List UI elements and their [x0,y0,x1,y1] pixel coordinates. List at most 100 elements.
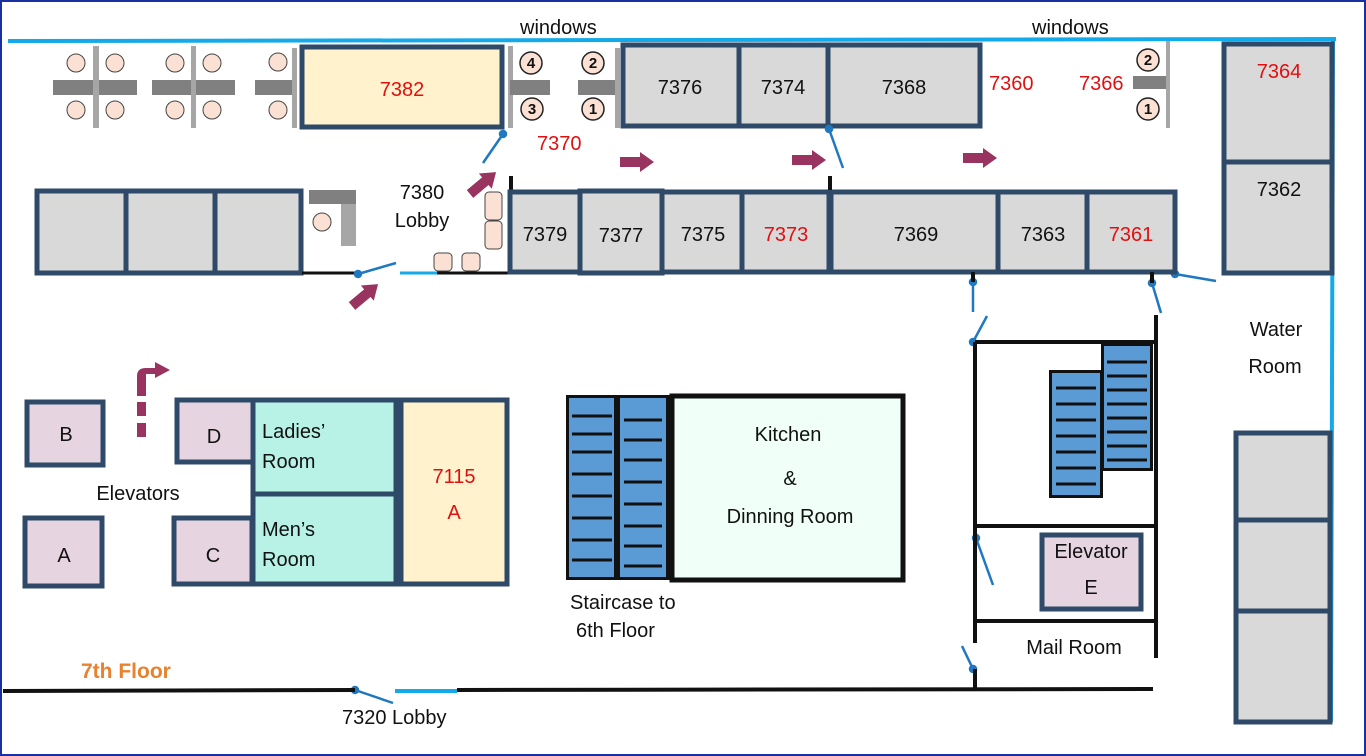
room-7374-label: 7374 [761,77,806,99]
seat-7366-2-label: 2 [1144,52,1152,69]
room-7373-label: 7373 [764,224,809,246]
seat-3[interactable] [520,97,544,121]
room-7362[interactable] [1221,159,1335,276]
room-7373[interactable] [739,189,832,275]
mens-room-label-2: Room [262,549,315,571]
cubicle-cluster-3 [255,48,297,128]
kitchen-dining-room[interactable] [669,393,906,583]
staircase-label-1: Staircase to [570,592,676,614]
room-7361[interactable] [1084,189,1178,275]
room-7376-label: 7376 [658,77,703,99]
seat-1[interactable] [581,97,605,121]
room-7366-label: 7366 [1079,73,1124,95]
service-core-walls [973,315,1158,690]
mail-room-label: Mail Room [1026,637,1122,659]
room-7377-label: 7377 [599,225,644,247]
room-7379-label: 7379 [523,224,568,246]
elevator-b[interactable] [24,399,106,468]
window-wall-top [7,37,1337,43]
arrow-turn-icon [137,362,170,396]
office-unlabeled-3[interactable] [212,188,304,276]
room-7369[interactable] [828,189,1001,275]
room-7363[interactable] [995,189,1090,275]
elevator-a[interactable] [22,515,105,589]
bottom-wall-left [2,688,356,693]
arrow-dash-icon [137,402,146,416]
doors [350,124,1217,705]
room-7369-label: 7369 [894,224,939,246]
seat-7366-2[interactable] [1136,48,1160,72]
elevator-c[interactable] [171,515,255,587]
seat-4[interactable] [519,51,543,75]
lobby-7320-label: 7320 Lobby [342,707,447,729]
elevator-d[interactable] [174,397,256,465]
kitchen-label-2: & [783,468,797,490]
room-7368-label: 7368 [882,77,927,99]
cubicle-7370: 4 3 2 1 [508,46,620,128]
elevator-b-label: B [59,424,72,446]
mens-room[interactable] [250,491,399,587]
staircase-core[interactable] [1049,343,1153,498]
staircase-label-2: 6th Floor [576,620,655,642]
room-7382-label: 7382 [380,79,425,101]
room-7375-label: 7375 [681,224,726,246]
room-7374[interactable] [736,42,831,129]
arrow-right-icon [792,150,826,170]
bottom-wall-right [456,687,1154,692]
office-unlabeled-right-3[interactable] [1233,608,1333,725]
room-7370-label: 7370 [537,133,582,155]
ladies-room-label-1: Ladies’ [262,421,325,443]
lobby-chairs [433,191,503,272]
arrow-diagonal-icon [345,276,385,314]
water-room-label-2: Room [1248,356,1301,378]
lobby-7380-number: 7380 [400,182,445,204]
seat-1-label: 1 [589,101,597,118]
kitchen-label-3: Dinning Room [727,506,854,528]
windows-label-right: windows [1031,17,1109,39]
seat-7366-1[interactable] [1136,97,1160,121]
room-7382[interactable] [299,44,505,130]
water-room-label-1: Water [1250,319,1303,341]
seat-2-label: 2 [589,55,597,72]
seat-4-label: 4 [527,55,536,72]
ladies-room[interactable] [250,397,399,497]
room-7363-label: 7363 [1021,224,1066,246]
elevator-e[interactable] [1039,532,1144,612]
arrow-right-icon [963,148,997,168]
seat-3-label: 3 [528,101,536,118]
arrow-right-icon [620,152,654,172]
cubicle-cluster-1 [53,46,137,128]
elevator-e-label-2: E [1084,577,1097,599]
elevators-label: Elevators [96,483,179,505]
room-7368[interactable] [825,42,983,129]
room-7364-label: 7364 [1257,61,1302,83]
office-unlabeled-right-2[interactable] [1233,517,1333,614]
room-7361-label: 7361 [1109,224,1154,246]
mens-room-label-1: Men’s [262,519,315,541]
office-unlabeled-2[interactable] [123,188,218,276]
ladies-room-label-2: Room [262,451,315,473]
windows-label-left: windows [519,17,597,39]
room-7115a[interactable] [398,397,510,587]
room-7377[interactable] [577,188,665,276]
elevator-e-label-1: Elevator [1054,541,1128,563]
office-unlabeled-right-1[interactable] [1233,430,1333,523]
direction-arrows [137,148,997,437]
staircase-6th-floor[interactable] [566,395,670,580]
cubicle-7366: 2 1 [1133,41,1170,128]
kitchen-label-1: Kitchen [755,424,822,446]
room-7115a-label-2: A [447,502,461,524]
room-7115a-label-1: 7115 [432,466,475,488]
floor-label: 7th Floor [81,660,171,683]
elevator-c-label: C [206,545,220,567]
elevator-a-label: A [57,545,71,567]
reception-desk [309,190,356,246]
room-7364[interactable] [1221,41,1335,165]
seat-2[interactable] [581,51,605,75]
elevator-d-label: D [207,426,221,448]
room-7360-label: 7360 [989,73,1034,95]
lobby-7380-label: Lobby [395,210,450,232]
office-unlabeled-1[interactable] [34,188,129,276]
seat-7366-1-label: 1 [1144,101,1152,118]
